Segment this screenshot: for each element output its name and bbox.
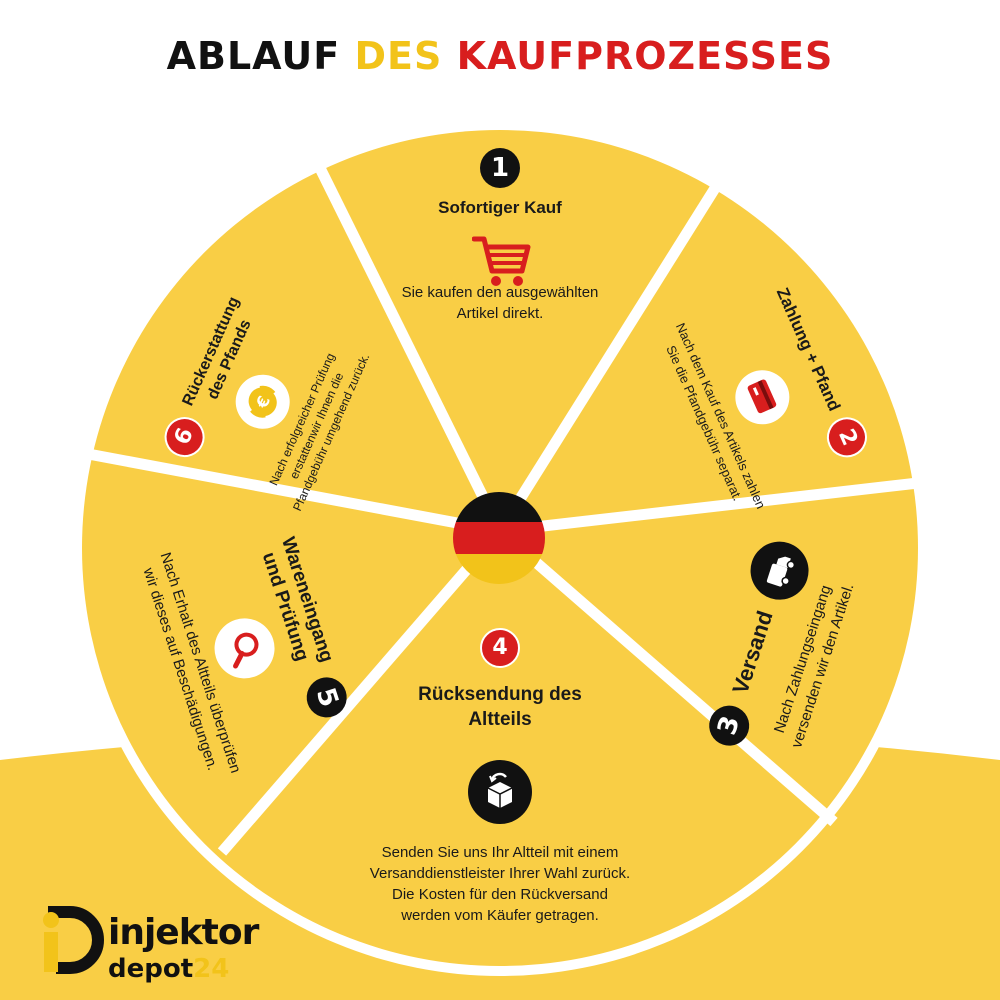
title-word-2: DES xyxy=(354,34,443,78)
step-1-segment: 1 Sofortiger Kauf Sie kaufen den ausgewä… xyxy=(380,148,620,324)
step-4-desc-line-3: Die Kosten für den Rückversand xyxy=(392,886,608,903)
return-box-icon xyxy=(468,760,532,824)
step-5-number: 5 xyxy=(301,672,352,723)
euro-refund-icon: € xyxy=(227,366,299,438)
title-word-1: ABLAUF xyxy=(166,34,341,78)
delivery-van-icon xyxy=(742,534,817,608)
title-word-3: KAUFPROZESSES xyxy=(456,34,834,78)
step-4-title: Rücksendung des Altteils xyxy=(350,682,650,732)
step-5-segment: Wareneingang und Prüfung 5 Nach Erhalt d… xyxy=(140,489,369,802)
brand-logo-word-1: injektor xyxy=(108,912,259,953)
step-1-title: Sofortiger Kauf xyxy=(438,198,562,217)
step-3-title: Versand xyxy=(727,607,778,697)
shopping-cart-icon xyxy=(472,236,531,286)
brand-logo-word-2: depot24 xyxy=(108,954,229,984)
brand-logo-mark xyxy=(43,906,104,974)
step-4-title-line-1: Rücksendung des xyxy=(418,684,582,705)
step-4-number: 4 xyxy=(480,628,520,668)
step-1-description: Sie kaufen den ausgewählten Artikel dire… xyxy=(380,282,620,324)
step-4-desc-line-2: Versanddienstleister Ihrer Wahl zurück. xyxy=(369,865,631,882)
step-4-description: Senden Sie uns Ihr Altteil mit einem Ver… xyxy=(350,842,650,926)
credit-card-icon xyxy=(726,361,799,433)
brand-logo-24: 24 xyxy=(193,954,230,984)
step-3-segment: 3 Versand Nach Zahlungseingang versenden… xyxy=(682,492,898,817)
step-2-segment: Zahlung + Pfand 2 Nach dem Kauf des Arti… xyxy=(603,250,887,560)
step-4-title-line-2: Altteils xyxy=(468,709,532,730)
step-4-desc-line-1: Senden Sie uns Ihr Altteil mit einem xyxy=(381,844,619,861)
step-1-desc-line-2: Artikel direkt. xyxy=(456,305,544,322)
step-4-segment: 4 Rücksendung des Altteils Senden Sie un… xyxy=(350,628,650,926)
step-6-segment: 6 Rückerstattung des Pfands € Nach erfol… xyxy=(144,261,397,549)
step-3-number: 3 xyxy=(704,700,755,751)
step-1-desc-line-1: Sie kaufen den ausgewählten xyxy=(401,284,599,301)
step-1-number: 1 xyxy=(480,148,520,188)
page-title: ABLAUF DES KAUFPROZESSES xyxy=(0,34,1000,78)
wheel-dividers xyxy=(81,161,919,856)
magnifier-icon xyxy=(206,610,283,687)
step-4-desc-line-4: werden vom Käufer getragen. xyxy=(401,907,599,924)
brand-logo-depot: depot xyxy=(108,954,194,984)
